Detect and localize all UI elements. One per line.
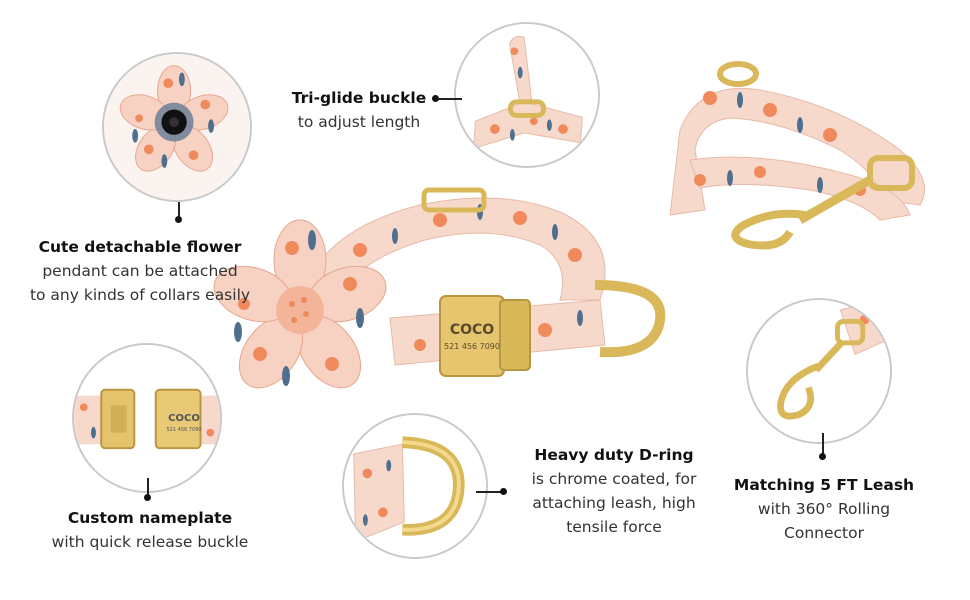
flower-connector-dot bbox=[175, 216, 182, 223]
dring-callout-title: Heavy duty D-ring bbox=[534, 446, 694, 464]
dring-connector-dot bbox=[500, 488, 507, 495]
triglide-connector-line bbox=[438, 98, 462, 100]
flower-callout: Cute detachable flower pendant can be at… bbox=[20, 235, 260, 307]
leash-connector-circle bbox=[746, 298, 892, 444]
leash-callout-desc: with 360° Rolling Connector bbox=[757, 500, 891, 542]
triglide-buckle-image bbox=[456, 24, 598, 166]
dring-callout-desc: is chrome coated, for attaching leash, h… bbox=[531, 470, 697, 536]
leash-connector-dot bbox=[819, 453, 826, 460]
collar-buckle-engraving-phone: 521 456 7090 bbox=[444, 342, 500, 351]
nameplate-callout-desc: with quick release buckle bbox=[51, 533, 249, 551]
flower-callout-title: Cute detachable flower bbox=[38, 238, 242, 256]
nameplate-engraving-name: COCO bbox=[168, 413, 200, 424]
rolling-connector-image bbox=[748, 300, 890, 442]
flower-connector-line bbox=[178, 202, 180, 218]
flower-pendant-image bbox=[104, 54, 250, 200]
collar-buckle-engraving-name: COCO bbox=[449, 322, 495, 338]
triglide-connector-dot bbox=[432, 95, 439, 102]
flower-callout-desc: pendant can be attached to any kinds of … bbox=[29, 262, 251, 304]
flower-detail-circle bbox=[102, 52, 252, 202]
triglide-callout-desc: to adjust length bbox=[297, 113, 421, 131]
dring-detail-circle bbox=[342, 413, 488, 559]
nameplate-buckle-image bbox=[74, 345, 220, 491]
dring-connector-line bbox=[476, 491, 502, 493]
triglide-detail-circle bbox=[454, 22, 600, 168]
nameplate-detail-circle: COCO 521 456 7090 bbox=[72, 343, 222, 493]
nameplate-engraving-phone: 521 456 7090 bbox=[166, 427, 202, 433]
nameplate-callout-title: Custom nameplate bbox=[67, 509, 233, 527]
leash-callout-title: Matching 5 FT Leash bbox=[733, 476, 915, 494]
dring-callout: Heavy duty D-ring is chrome coated, for … bbox=[514, 443, 714, 539]
nameplate-callout: Custom nameplate with quick release buck… bbox=[40, 506, 260, 554]
dring-image bbox=[344, 415, 486, 557]
triglide-callout-title: Tri-glide buckle bbox=[291, 89, 427, 107]
leash-connector-line bbox=[822, 433, 824, 455]
nameplate-connector-line bbox=[147, 478, 149, 496]
triglide-callout: Tri-glide buckle to adjust length bbox=[282, 86, 436, 134]
nameplate-connector-dot bbox=[144, 494, 151, 501]
leash-callout: Matching 5 FT Leash with 360° Rolling Co… bbox=[730, 473, 918, 545]
